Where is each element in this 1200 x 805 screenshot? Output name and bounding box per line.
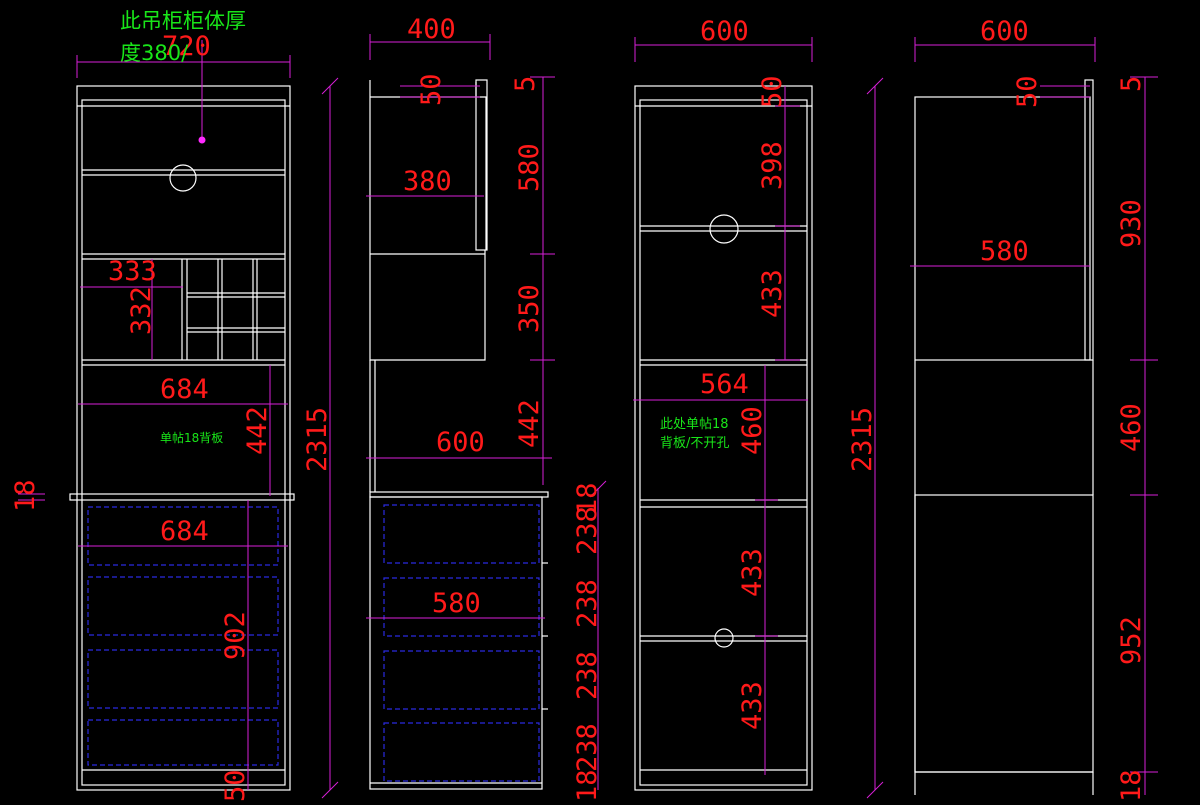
view2-dim-drawer-2: 238 (572, 579, 603, 628)
view2-dim-middle-height: 350 (514, 284, 545, 333)
view2-dim-upper-depth: 380 (403, 166, 452, 197)
view2-dim-top-gap: 50 (416, 73, 447, 106)
view3-note-back-panel-1: 此处单帖18 (660, 417, 729, 432)
view4-dim-top-gap: 50 (1012, 75, 1043, 108)
view3-note-back-panel-2: 背板/不开孔 (660, 436, 729, 451)
view3-dim-shelf-width: 564 (700, 369, 749, 400)
view1-dim-drawer-width: 684 (160, 516, 209, 547)
view4-upper-side-edge (1084, 79, 1094, 361)
view2-dim-upper-height: 580 (514, 143, 545, 192)
view2-dim-bottom: 18 (572, 769, 603, 802)
view3-cabinet-outline (634, 85, 813, 791)
view1-drawer-4 (87, 719, 279, 766)
view3-inner-outline (639, 99, 808, 786)
view1-countertop (69, 493, 295, 501)
view4-dim-inner-width: 580 (980, 236, 1029, 267)
view4-dim-top-offset: 5 (1116, 76, 1147, 92)
view3-dim-upper-shelf: 398 (757, 141, 788, 190)
view1-dim-counter-thickness: 18 (10, 479, 41, 512)
view1-note-back-panel: 单帖18背板 (160, 430, 223, 445)
view1-drawer-3 (87, 649, 279, 709)
view1-note-hanging-cabinet-2: 度380/ (120, 41, 189, 65)
view4-dim-middle-height: 460 (1116, 403, 1147, 452)
view1-inner-outline (81, 99, 286, 786)
view1-dim-base-height: 902 (220, 611, 251, 660)
view1-dim-top-width: 720 (162, 31, 211, 62)
view-2-side-section: 400 50 5 380 580 350 600 442 580 238 18 … (366, 14, 607, 802)
view2-countertop (369, 491, 549, 498)
view4-dim-top-width: 600 (980, 16, 1029, 47)
view2-dim-drawer-4: 238 (572, 723, 603, 772)
view2-dim-drawer-1: 238 (572, 506, 603, 555)
view1-dim-cubby-height: 332 (126, 286, 157, 335)
view1-note-hanging-cabinet-1: 此吊柜柜体厚 (120, 9, 246, 33)
view3-grommet-hole-lower (714, 628, 734, 648)
view2-drawer-1 (383, 504, 540, 564)
view2-door-edge (475, 79, 488, 251)
view3-dim-lower-shelf-2: 433 (737, 681, 768, 730)
view2-dim-drawer-3: 238 (572, 651, 603, 700)
view3-dim-top-width: 600 (700, 16, 749, 47)
view4-upper-door (914, 96, 1091, 361)
view4-dim-lower-height: 952 (1116, 616, 1147, 665)
view1-dim-plinth: 50 (220, 769, 251, 802)
view2-dim-open-height: 442 (514, 399, 545, 448)
view2-base-body (369, 496, 543, 790)
view2-dim-counter-top: 18 (572, 482, 603, 515)
view2-drawer-2 (383, 577, 540, 637)
view2-dim-top-offset: 5 (510, 76, 541, 92)
view2-dim-drawer-depth: 580 (432, 588, 481, 619)
view-1-front-elevation: 720 333 332 684 442 18 684 902 50 2315 此… (10, 9, 339, 802)
view1-dim-shelf-width: 684 (160, 374, 209, 405)
view3-dim-second-shelf: 433 (757, 269, 788, 318)
view1-cabinet-outline (76, 85, 291, 791)
view1-dim-open-height: 442 (242, 406, 273, 455)
view-4-exterior-front: 600 50 5 930 580 460 952 18 (910, 16, 1158, 802)
view4-lower-door (914, 494, 1094, 773)
view3-grommet-hole-upper (709, 214, 739, 244)
view1-drawer-1 (87, 506, 279, 566)
view1-dim-total-height: 2315 (302, 407, 333, 472)
view2-drawer-3 (383, 650, 540, 710)
view2-dim-counter-depth: 600 (436, 427, 485, 458)
view1-dim-cubby-width: 333 (108, 256, 157, 287)
view4-dim-bottom: 18 (1116, 769, 1147, 802)
view4-dim-upper-height: 930 (1116, 199, 1147, 248)
view3-dim-middle-height: 460 (737, 406, 768, 455)
view-3-interior-front: 600 50 398 433 564 460 433 433 2315 此处单帖… (633, 16, 884, 799)
view1-leader-point (198, 136, 206, 144)
view2-dim-top-width: 400 (407, 14, 456, 45)
view3-dim-total-height: 2315 (847, 407, 878, 472)
view3-dim-top-gap: 50 (757, 75, 788, 108)
view1-grommet-hole (169, 164, 197, 192)
view2-drawer-4 (383, 722, 540, 782)
view3-dim-lower-shelf-1: 433 (737, 548, 768, 597)
view1-drawer-2 (87, 576, 279, 636)
